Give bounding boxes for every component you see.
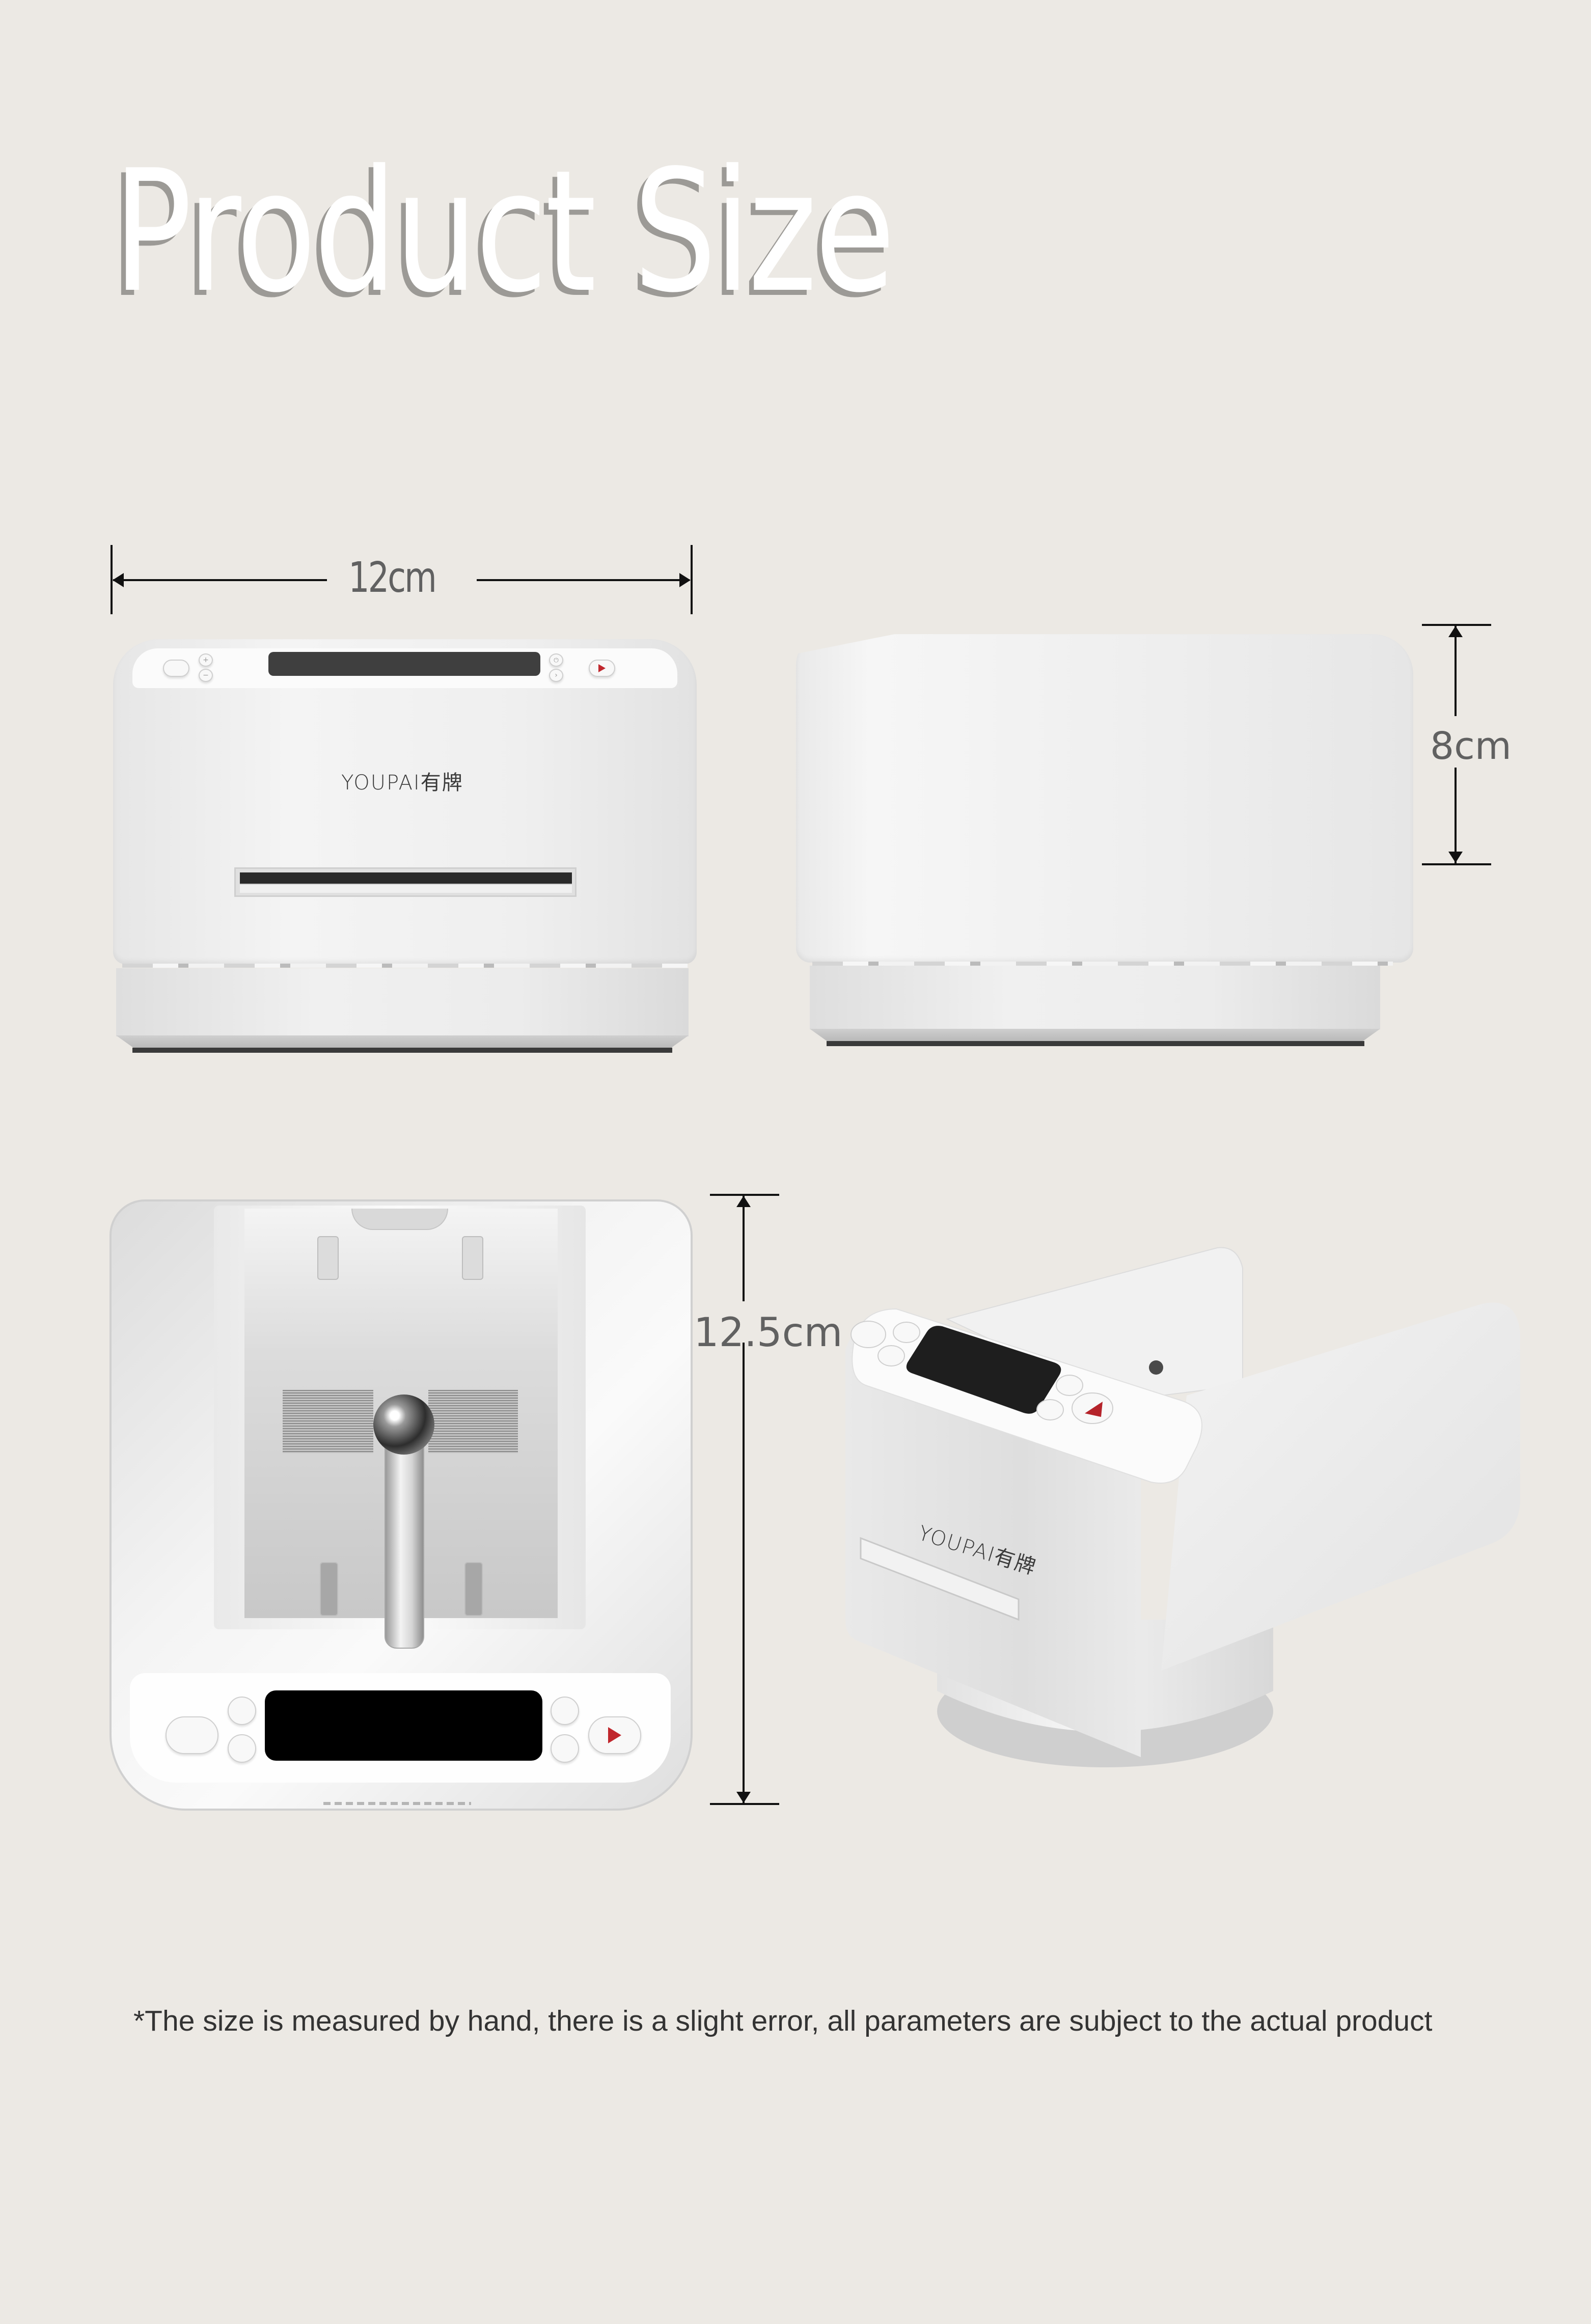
dimension-line [1455,625,1457,716]
power-button[interactable] [551,1697,579,1725]
brand-logo: YOUPAI有牌 [341,771,463,795]
perspective-power-button[interactable] [1056,1375,1083,1396]
lever-knob[interactable] [373,1395,434,1455]
plus-button[interactable] [228,1697,256,1725]
height-label: 8cm [1430,724,1512,768]
side-base-shadow [827,1041,1364,1046]
roller-grille-right [428,1390,518,1453]
perspective-next-button[interactable] [1036,1399,1064,1420]
next-button[interactable]: › [549,669,563,682]
minus-button[interactable] [228,1734,256,1763]
power-icon: ⏻ [554,657,559,664]
plus-button[interactable]: + [199,653,213,667]
tray-tab-slot [320,1562,338,1616]
roller-grille-left [283,1390,373,1453]
arrow-left-icon [113,573,124,587]
side-body [796,634,1413,963]
dimension-extension-line-right [691,545,693,614]
arrow-down-icon [1448,852,1463,863]
top-view [109,1199,693,1816]
width-label: 12cm [348,554,437,602]
embossed-logo-mark [323,1802,471,1805]
card-slot-tray [240,884,572,893]
depth-label: 12.5cm [694,1310,843,1356]
dimension-extension-line-bottom [710,1803,779,1805]
perspective-view: YOUPAI有牌 [835,1233,1538,1783]
perspective-display-screen [906,1326,1061,1414]
tray-tab-slot [464,1562,483,1616]
dimension-extension-line-left [111,545,113,614]
body-base-seam [122,964,688,968]
dimension-extension-line-top [1422,624,1491,626]
size-disclaimer: *The size is measured by hand, there is … [133,2005,1433,2037]
front-view: + − ⏻ › YOUPAI有牌 [112,639,698,1057]
arrow-up-icon [1448,626,1463,637]
front-base [116,968,689,1036]
dimension-line [743,1343,745,1803]
perspective-play-icon [1085,1402,1103,1417]
play-button[interactable] [588,1716,641,1754]
front-body [113,639,697,964]
play-icon [598,664,606,672]
dimension-line [1455,768,1457,863]
power-button[interactable]: ⏻ [549,653,563,667]
page-title: Product Size [113,134,895,330]
minus-button[interactable]: − [199,669,213,682]
arrow-up-icon [736,1196,751,1207]
card-slot [234,867,577,897]
dimension-line [113,579,327,581]
mode-button[interactable] [166,1716,218,1754]
front-base-shadow [132,1048,672,1053]
dimension-extension-line-top [710,1194,779,1196]
card-slot-opening [240,872,572,884]
perspective-back-wall [946,1247,1243,1402]
mode-button[interactable] [163,660,189,677]
next-button[interactable] [551,1734,579,1763]
play-button[interactable] [589,660,615,677]
play-icon [608,1727,621,1743]
plus-icon: + [203,656,209,664]
front-base-foot [116,1035,689,1048]
perspective-lever-knob[interactable] [1149,1360,1163,1375]
perspective-right-wall [1161,1302,1520,1671]
printer-perspective-illustration [845,1247,1520,1767]
tray-finger-notch [351,1209,448,1230]
side-base [810,966,1380,1029]
body-base-seam [812,962,1393,966]
dimension-line [743,1195,745,1301]
perspective-play-button[interactable] [1072,1392,1113,1424]
side-base-foot [810,1029,1380,1041]
lever-rod[interactable] [385,1435,424,1649]
perspective-plus-button[interactable] [893,1322,920,1343]
tray-tab-slot [317,1236,339,1280]
arrow-right-icon [679,573,691,587]
display-screen [265,1690,542,1761]
dimension-line [477,579,690,581]
tray-tab-slot [462,1236,483,1280]
side-view [792,634,1413,1059]
perspective-mode-button[interactable] [851,1321,886,1348]
dimension-extension-line-bottom [1422,863,1491,865]
arrow-down-icon [736,1792,751,1803]
perspective-minus-button[interactable] [877,1345,905,1366]
display-screen [268,652,540,676]
perspective-card-slot [860,1537,1020,1621]
minus-icon: − [203,671,209,679]
next-icon: › [555,671,558,679]
